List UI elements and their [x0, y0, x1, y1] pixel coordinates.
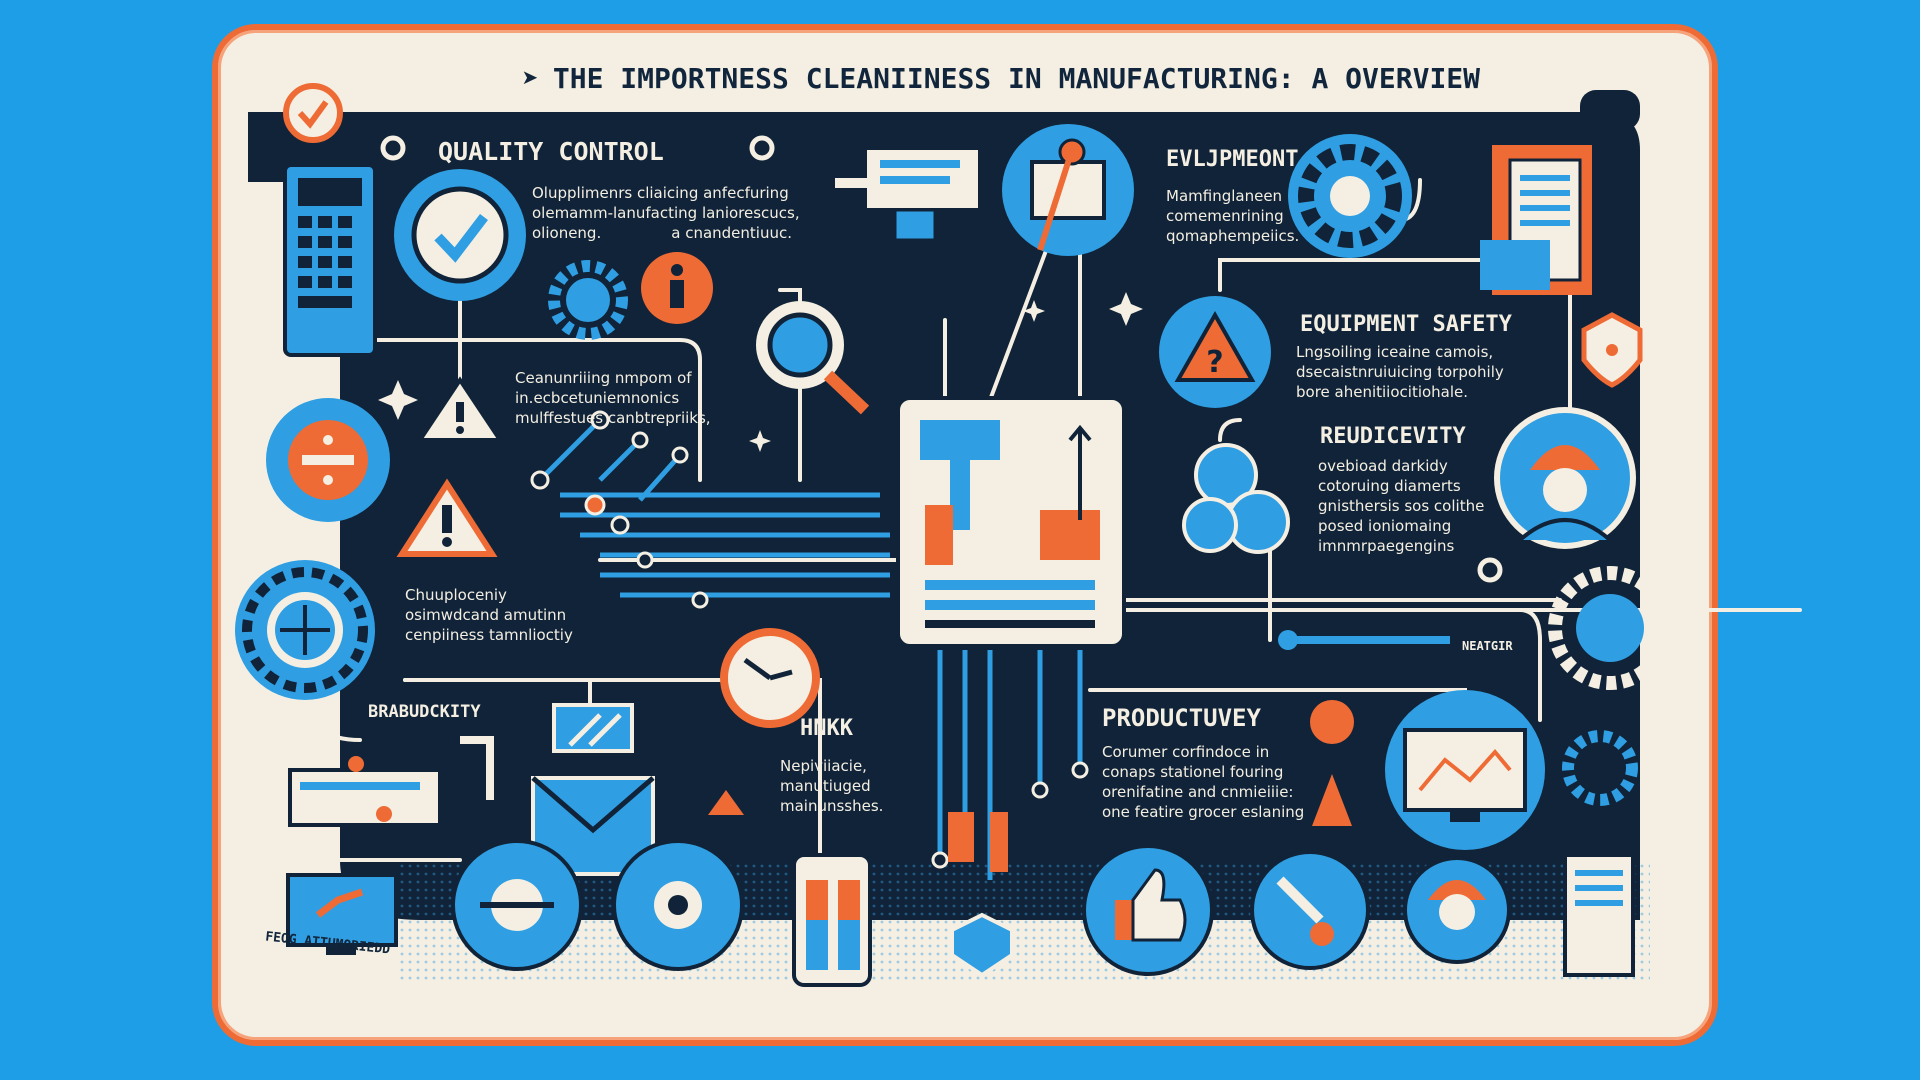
page-title: ➤ THE IMPORTNESS CLEANIINESS IN MANUFACTU…: [522, 62, 1522, 95]
equipment-safety-heading: EQUIPMENT SAFETY: [1300, 312, 1512, 337]
quality-control-text: Olupplimenrs cliaicing anfecfuring olema…: [532, 183, 800, 243]
clock-icon: [720, 628, 820, 728]
globe-gear-icon: [235, 560, 375, 700]
quality-control-heading: QUALITY CONTROL: [438, 137, 664, 166]
productuvey-heading: PRODUCTUVEY: [1102, 704, 1261, 732]
productuvey-text: Corumer corfindoce in conaps stationel f…: [1102, 742, 1304, 822]
text-line: Nepiviiacie,: [780, 757, 867, 775]
reudicevity-text: ovebioad darkidy cotoruing diamerts gnis…: [1318, 456, 1484, 556]
text-line: mainunsshes.: [780, 797, 884, 815]
text-line: manutiuged: [780, 777, 871, 795]
neatgir-label: NEATGIR: [1462, 639, 1513, 653]
monitor-check-icon: [286, 873, 398, 955]
text-line: imnmrpaegengins: [1318, 537, 1455, 555]
printer-icon: [288, 756, 442, 827]
text-line: Olupplimenrs cliaicing anfecfuring: [532, 184, 789, 202]
text-line: in.ecbcetuniemnonics: [515, 389, 680, 407]
chuplocenly-text: Chuuploceniy osimwdcand amutinn cenpiine…: [405, 585, 573, 645]
orange-chip-icon: [1310, 700, 1354, 744]
tap-icon: [948, 812, 1008, 872]
tool-chip-icon: [552, 703, 634, 753]
equipment-heading: EVLJPMEONT: [1166, 147, 1299, 172]
text-line: Chuuploceniy: [405, 586, 507, 604]
ring-markers: [380, 135, 1503, 583]
text-line: Mamfinglaneen: [1166, 187, 1283, 205]
gear-icon: [1288, 134, 1412, 258]
magnifier-icon: [756, 301, 870, 415]
molecule-icon: [1182, 443, 1290, 554]
warning-icon: [416, 376, 504, 442]
shield-badge-icon: [1581, 312, 1643, 388]
text-line: dsecaistnruiuicing torpohily: [1296, 363, 1504, 381]
worker-bottom-icon: [1403, 856, 1511, 964]
circuit-traces: [538, 418, 1083, 880]
text-line: comemenrining: [1166, 207, 1284, 225]
bottom-bottles-icon: [792, 853, 872, 987]
small-warning-icon: [708, 790, 744, 815]
text-line: one featire grocer eslaning: [1102, 803, 1305, 821]
small-gear-right-icon: [1562, 730, 1638, 806]
bottom-settings-icon: [612, 839, 744, 971]
text-line: orenifatine and cnmieiiie:: [1102, 783, 1294, 801]
document-icon: [835, 146, 982, 242]
thumbs-up-icon: [1082, 844, 1214, 976]
small-gear-icon: [548, 260, 628, 340]
sparkles: [378, 292, 1143, 452]
hnkk-text: Nepiviiacie, manutiuged mainunsshes.: [780, 756, 883, 816]
bottom-hand-gear-icon: [451, 839, 583, 971]
text-line: ovebioad darkidy: [1318, 457, 1448, 475]
brabudckity-heading: BRABUDCKITY: [368, 702, 481, 722]
gear-check-icon: [394, 169, 526, 301]
text-line: a cnandentiuuc.: [671, 224, 792, 242]
text-line: mulffestues canbtrepriiks,: [515, 409, 711, 427]
cleaning-text: Ceanunriiing nmpom of in.ecbcetuniemnoni…: [515, 368, 711, 428]
text-line: posed ioniomaing: [1318, 517, 1452, 535]
text-line: qomaphempeiics.: [1166, 227, 1300, 245]
warning-icon-2: [396, 478, 498, 557]
text-line: Corumer corfindoce in: [1102, 743, 1270, 761]
text-line: olioneng.: [532, 224, 602, 242]
monitor-chart-icon: [1385, 690, 1545, 850]
clipboard-icon: [1002, 124, 1134, 256]
document-stack-icon: [1563, 853, 1635, 977]
balance-icon: [266, 398, 390, 522]
wrench-icon: [1250, 850, 1370, 970]
circuit-nodes: [530, 410, 1089, 869]
text-line: olemamm-lanufacting laniorescucs,: [532, 204, 800, 222]
orange-cone-icon: [1312, 774, 1352, 826]
spanner-icon: [1278, 630, 1450, 650]
worker-icon: [1494, 407, 1636, 549]
hnkk-heading: HNKK: [800, 716, 853, 741]
arrow-icon: ➤: [522, 62, 539, 95]
person-icon: [641, 252, 713, 324]
text-line: gnisthersis sos colithe: [1318, 497, 1485, 515]
control-panel-icon: [896, 396, 1126, 648]
text-line: Lngsoiling iceaine camois,: [1296, 343, 1494, 361]
text-line: Ceanunriiing nmpom of: [515, 369, 692, 387]
bottom-shield-icon: [950, 912, 1014, 978]
title-text: THE IMPORTNESS CLEANIINESS IN MANUFACTUR…: [552, 62, 1481, 95]
bracket-icon: [460, 736, 494, 800]
equipment-text: Mamfinglaneen comemenrining qomaphempeii…: [1166, 186, 1299, 246]
equipment-safety-text: Lngsoiling iceaine camois, dsecaistnruiu…: [1296, 342, 1504, 402]
calculator-icon: [283, 163, 377, 357]
text-line: cotoruing diamerts: [1318, 477, 1461, 495]
svg-text:?: ?: [1206, 345, 1223, 380]
text-line: cenpiiness tamnlioctiy: [405, 626, 573, 644]
text-line: conaps stationel fouring: [1102, 763, 1284, 781]
half-gear-icon: [1548, 566, 1672, 690]
panel-tab-right: [1580, 90, 1640, 130]
text-line: bore ahenitiiocitiohale.: [1296, 383, 1469, 401]
checkmark-icon: [283, 83, 343, 143]
warning-bubble-icon: ?: [1159, 296, 1271, 408]
text-line: osimwdcand amutinn: [405, 606, 567, 624]
reudicevity-heading: REUDICEVITY: [1320, 424, 1466, 449]
clipboard-document-icon: [1480, 145, 1592, 295]
